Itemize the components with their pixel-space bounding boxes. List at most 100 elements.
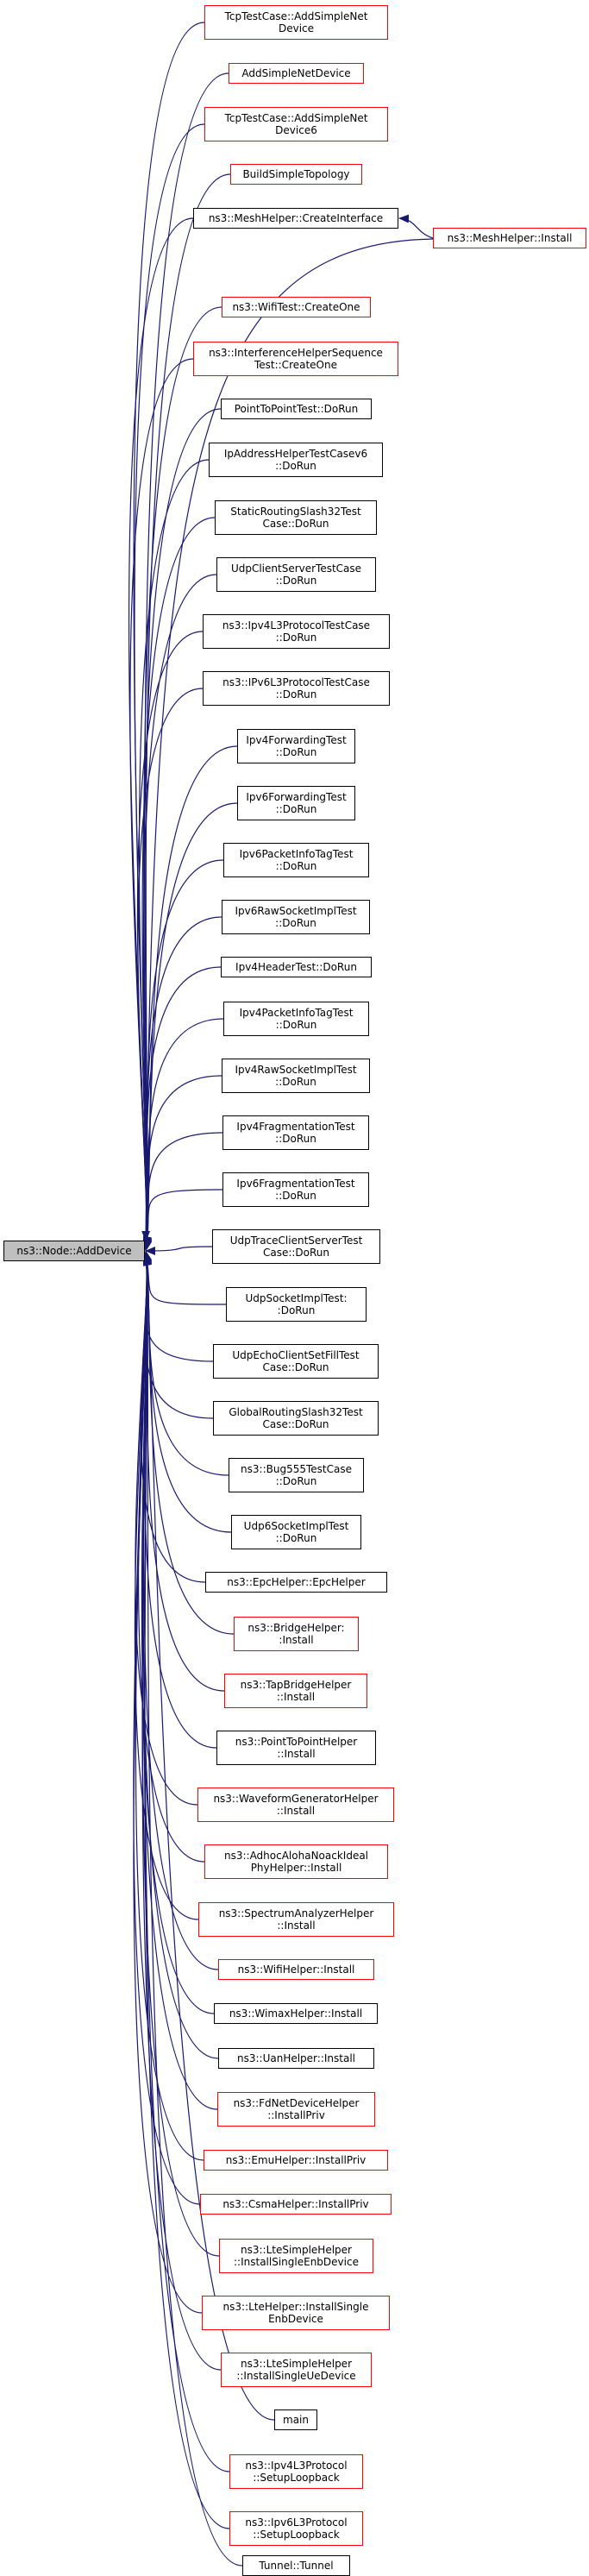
node-label: Ipv4RawSocketImplTest::DoRun [235, 1064, 357, 1088]
node-label: ns3::LteSimpleHelper::InstallSingleUeDev… [236, 2358, 356, 2382]
node-label: ns3::WifiTest::CreateOne [232, 301, 360, 313]
caller-udp6socketimpltest-dorun[interactable]: Udp6SocketImplTest::DoRun [231, 1515, 361, 1549]
caller-ipv6packetinfotagtest-dorun[interactable]: Ipv6PacketInfoTagTest::DoRun [223, 843, 369, 877]
caller-ltesimplehelper-installsingleuedevice[interactable]: ns3::LteSimpleHelper::InstallSingleUeDev… [221, 2353, 372, 2387]
caller-ipv6rawsocketimpltest-dorun[interactable]: Ipv6RawSocketImplTest::DoRun [222, 900, 370, 934]
node-label: ns3::TapBridgeHelper::Install [240, 1679, 352, 1703]
edge-wimaxhelper-install [141, 1253, 215, 2014]
node-label: Tunnel::Tunnel [259, 2560, 334, 2572]
node-label: ns3::BridgeHelper::Install [248, 1622, 345, 1646]
edge-udpechoclientsetfilltestcase-dorun [143, 1250, 214, 1362]
edge-ipv4fragmentationtest-dorun [143, 1132, 223, 1252]
edge-udp6socketimpltest-dorun [143, 1251, 232, 1533]
caller-fdnetdevicehelper-installpriv[interactable]: ns3::FdNetDeviceHelper::InstallPriv [217, 2092, 375, 2127]
caller-uanhelper-install[interactable]: ns3::UanHelper::Install [218, 2048, 374, 2069]
node-label: ns3::FdNetDeviceHelper::InstallPriv [233, 2097, 360, 2121]
caller-tapbridgehelper-install[interactable]: ns3::TapBridgeHelper::Install [224, 1674, 367, 1708]
node-label: ns3::WifiHelper::Install [237, 1963, 355, 1976]
edge-ipv6rawsocketimpltest-dorun [143, 916, 222, 1251]
node-label: Ipv6PacketInfoTagTest::DoRun [239, 848, 354, 872]
caller-wifihelper-install[interactable]: ns3::WifiHelper::Install [218, 1959, 374, 1980]
node-label: BuildSimpleTopology [242, 168, 350, 180]
caller-ipv4l3protocoltestcase-dorun[interactable]: ns3::Ipv4L3ProtocolTestCase::DoRun [203, 614, 390, 649]
caller-ipv6forwardingtest-dorun[interactable]: Ipv6ForwardingTest::DoRun [237, 786, 355, 820]
node-label: ns3::Ipv4L3Protocol::SetupLoopback [245, 2460, 348, 2484]
caller-ipv4headertest-dorun[interactable]: Ipv4HeaderTest::DoRun [221, 957, 372, 977]
caller-ipv4forwardingtest-dorun[interactable]: Ipv4ForwardingTest::DoRun [237, 729, 355, 763]
node-label: AddSimpleNetDevice [241, 67, 351, 79]
node-label: Ipv4ForwardingTest::DoRun [246, 734, 347, 758]
caller-waveformgeneratorhelper-install[interactable]: ns3::WaveformGeneratorHelper::Install [197, 1787, 394, 1822]
caller-wimaxhelper-install[interactable]: ns3::WimaxHelper::Install [214, 2003, 378, 2024]
caller-ipv4rawsocketimpltest-dorun[interactable]: Ipv4RawSocketImplTest::DoRun [222, 1059, 370, 1093]
edge-main [143, 1254, 275, 2421]
caller-udpclientservertestcase-dorun[interactable]: UdpClientServerTestCase::DoRun [216, 557, 376, 592]
node-label: ns3::Ipv4L3ProtocolTestCase::DoRun [222, 619, 371, 644]
node-label: Ipv4HeaderTest::DoRun [235, 961, 357, 973]
caller-epchelper-epchelper[interactable]: ns3::EpcHelper::EpcHelper [205, 1572, 387, 1593]
caller-udpsocketimpltest-dorun[interactable]: UdpSocketImplTest::DoRun [226, 1287, 367, 1322]
caller-ipv4l3protocol-setuploopback[interactable]: ns3::Ipv4L3Protocol::SetupLoopback [229, 2454, 363, 2489]
node-label: main [283, 2414, 309, 2426]
secondary-meshhelper-install[interactable]: ns3::MeshHelper::Install [433, 228, 586, 248]
node-label: IpAddressHelperTestCasev6::DoRun [223, 448, 368, 472]
caller-meshhelper-createinterface[interactable]: ns3::MeshHelper::CreateInterface [193, 208, 398, 229]
node-label: Udp6SocketImplTest::DoRun [243, 1520, 349, 1544]
caller-spectrumanalyzerhelper-install[interactable]: ns3::SpectrumAnalyzerHelper::Install [198, 1902, 394, 1937]
caller-ipv6l3protocol-setuploopback[interactable]: ns3::Ipv6L3Protocol::SetupLoopback [229, 2511, 363, 2546]
node-label: UdpSocketImplTest::DoRun [245, 1292, 348, 1316]
root-node-ns3-node-adddevice[interactable]: ns3::Node::AddDevice [3, 1241, 145, 1261]
caller-bug555testcase-dorun[interactable]: ns3::Bug555TestCase::DoRun [229, 1458, 364, 1492]
caller-main[interactable]: main [274, 2410, 317, 2430]
caller-ipv4packetinfotagtest-dorun[interactable]: Ipv4PacketInfoTagTest::DoRun [223, 1002, 369, 1036]
caller-ipv4fragmentationtest-dorun[interactable]: Ipv4FragmentationTest::DoRun [222, 1115, 369, 1150]
caller-wifitest-createone[interactable]: ns3::WifiTest::CreateOne [222, 297, 371, 317]
edge-addsimplenetdevice [143, 72, 229, 1247]
caller-ipv6l3protocoltestcase-dorun[interactable]: ns3::IPv6L3ProtocolTestCase::DoRun [203, 671, 390, 706]
caller-tunnel-tunnel[interactable]: Tunnel::Tunnel [242, 2555, 350, 2576]
caller-buildsimpletopology[interactable]: BuildSimpleTopology [230, 164, 362, 185]
node-label: ns3::Ipv6L3Protocol::SetupLoopback [245, 2516, 348, 2541]
caller-pointtopointhelper-install[interactable]: ns3::PointToPointHelper::Install [216, 1731, 376, 1765]
edge-udpclientservertestcase-dorun [142, 574, 217, 1249]
edge-udpsocketimpltest-dorun [143, 1250, 227, 1305]
node-label: ns3::WimaxHelper::Install [229, 2007, 363, 2020]
caller-bridgehelper-install[interactable]: ns3::BridgeHelper::Install [234, 1617, 359, 1651]
caller-ltesimplehelper-installsingleenbdevice[interactable]: ns3::LteSimpleHelper::InstallSingleEnbDe… [219, 2239, 373, 2273]
node-label: ns3::IPv6L3ProtocolTestCase::DoRun [222, 676, 370, 701]
edge-meshhelper-createinterface [128, 217, 194, 1248]
caller-ipaddresshelpertestcasev6-dorun[interactable]: IpAddressHelperTestCasev6::DoRun [209, 443, 383, 477]
edge-ltehelper-installsingleenbdevice [133, 1253, 203, 2314]
node-label: ns3::MeshHelper::Install [447, 232, 573, 244]
edge-ipv4packetinfotagtest-dorun [143, 1018, 224, 1251]
node-label: ns3::MeshHelper::CreateInterface [208, 212, 384, 224]
edge-ipv4rawsocketimpltest-dorun [143, 1075, 222, 1252]
edge-ipv6l3protocol-setuploopback [143, 1254, 230, 2529]
node-label: ns3::PointToPointHelper::Install [235, 1736, 358, 1760]
edge-ipv4headertest-dorun [143, 966, 222, 1251]
node-label: Ipv6ForwardingTest::DoRun [246, 791, 347, 815]
node-label: UdpClientServerTestCase::DoRun [230, 562, 362, 587]
caller-addsimplenetdevice[interactable]: AddSimpleNetDevice [229, 63, 364, 84]
caller-ipv6fragmentationtest-dorun[interactable]: Ipv6FragmentationTest::DoRun [222, 1172, 369, 1207]
caller-emuhelper-installpriv[interactable]: ns3::EmuHelper::InstallPriv [204, 2150, 388, 2171]
edge-pointtopointhelper-install [143, 1252, 217, 1749]
caller-csmahelper-installpriv[interactable]: ns3::CsmaHelper::InstallPriv [200, 2194, 392, 2215]
caller-pointtopointtest-dorun[interactable]: PointToPointTest::DoRun [221, 399, 372, 419]
node-label: ns3::EmuHelper::InstallPriv [225, 2154, 367, 2166]
node-label: ns3::LteSimpleHelper::InstallSingleEnbDe… [234, 2244, 359, 2268]
